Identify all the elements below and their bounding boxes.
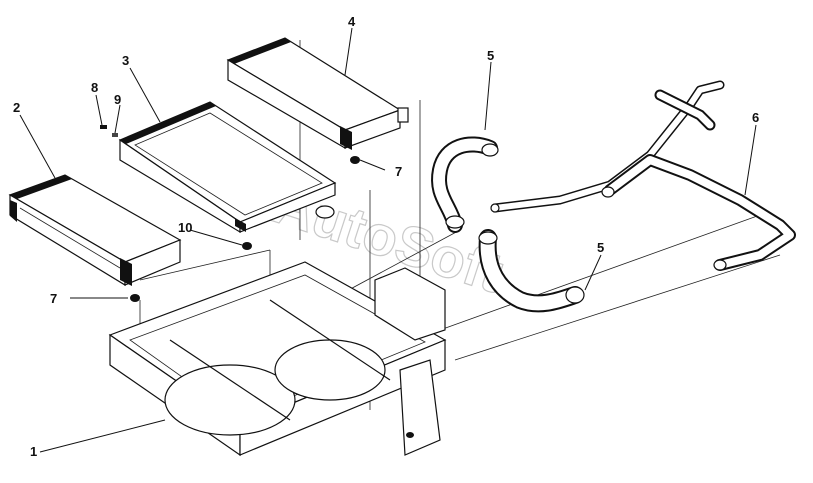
fasteners	[100, 125, 360, 302]
frame-shroud	[108, 261, 447, 457]
callout-2: 2	[13, 100, 20, 115]
hose-upper	[431, 136, 499, 233]
nut-7-upper	[350, 156, 360, 164]
washer-9	[112, 133, 118, 137]
radiator-core-upper	[226, 37, 409, 150]
radiator-core-left	[8, 174, 182, 287]
callout-5-lower: 5	[597, 240, 604, 255]
mount-pad	[315, 205, 335, 219]
callout-9: 9	[114, 92, 121, 107]
callouts: 1 2 3 4 5 5 6 7 7 8 9 10	[13, 14, 759, 459]
callout-7-lower: 7	[50, 291, 57, 306]
callout-1: 1	[30, 444, 37, 459]
nut-7-lower	[130, 294, 140, 302]
pipe-assembly	[490, 80, 796, 271]
callout-8: 8	[91, 80, 98, 95]
callout-4: 4	[348, 14, 356, 29]
callout-5-upper: 5	[487, 48, 494, 63]
nut-10	[242, 242, 252, 250]
bolt-8	[100, 125, 107, 129]
radiator-center	[118, 101, 337, 234]
callout-10: 10	[178, 220, 192, 235]
hose-lower	[478, 229, 585, 313]
callout-7-upper: 7	[395, 164, 402, 179]
callout-leaders	[19, 27, 757, 453]
callout-6: 6	[752, 110, 759, 125]
callout-3: 3	[122, 53, 129, 68]
